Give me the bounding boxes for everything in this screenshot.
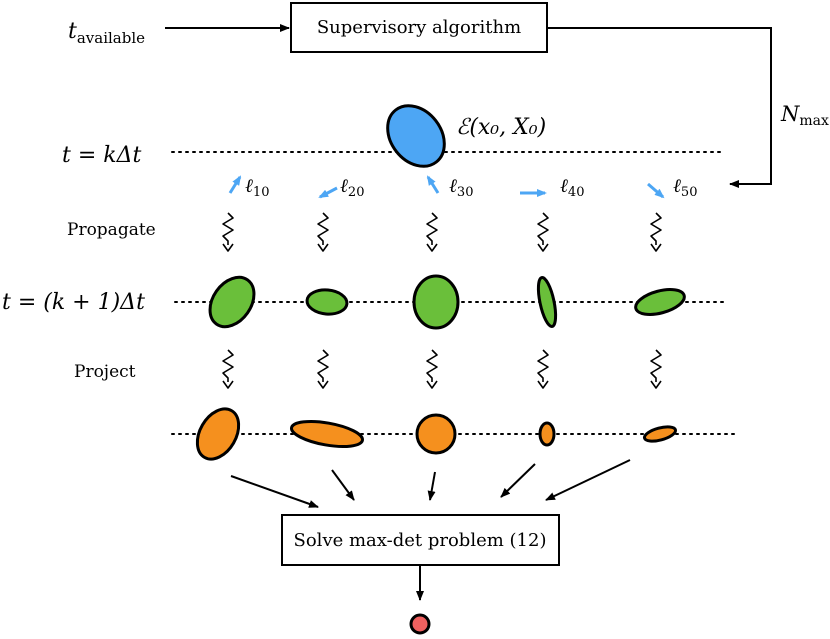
n-max-sub: max [799,113,829,129]
merge-arrow-4 [500,463,536,498]
n-max-arrow [547,27,772,188]
direction-label-4: ℓ40 [560,175,584,200]
direction-label-1: ℓ10 [245,175,269,200]
propagate-label: Propagate [67,220,156,240]
level-k-label: t = kΔt [62,143,141,168]
columns: ℓ10 ℓ20 ℓ30 ℓ40 ℓ50 [195,175,697,461]
solve-box: Solve max-det problem (12) [281,514,560,566]
project-label: Project [74,362,136,382]
projected-ellipse-3 [415,413,457,455]
propagate-squiggle-3 [426,212,438,252]
direction-arrow-5 [647,182,665,199]
direction-arrow-2 [318,186,338,199]
level-k1-label: t = (k + 1)Δt [2,290,145,315]
merge-arrow-2 [331,469,355,501]
projected-ellipse-5 [642,425,678,443]
result-ellipse [409,613,431,635]
propagated-ellipse-4 [536,276,558,328]
project-squiggle-2 [317,349,329,389]
direction-label-2: ℓ20 [340,175,364,200]
projected-ellipse-1 [195,407,241,461]
propagate-squiggle-4 [537,212,549,252]
project-squiggle-5 [650,349,662,389]
n-max-base: N [780,102,800,126]
supervisory-box-label: Supervisory algorithm [317,17,521,38]
solve-box-label: Solve max-det problem (12) [294,530,547,551]
direction-arrow-1 [228,175,242,194]
propagated-ellipse-5 [634,288,686,316]
project-squiggle-3 [426,349,438,389]
direction-label-5: ℓ50 [673,175,697,200]
t-available-label: tavailable [68,19,145,47]
n-max-label: Nmax [780,102,829,129]
project-squiggle-4 [537,349,549,389]
t-available-sub: available [77,29,145,47]
propagate-squiggle-2 [317,212,329,252]
direction-label-3: ℓ30 [449,175,473,200]
supervisory-box: Supervisory algorithm [290,2,548,53]
merge-arrow-5 [545,459,631,501]
propagated-ellipse-2 [305,288,349,316]
projected-ellipse-2 [289,419,365,449]
propagated-ellipse-1 [208,275,256,329]
projected-ellipse-4 [538,421,556,447]
direction-arrow-3 [426,175,440,194]
t-available-base: t [68,19,77,44]
propagate-squiggle-5 [650,212,662,252]
initial-ellipse-label: ℰ(x₀, X₀) [456,115,546,140]
merge-arrow-3 [427,471,436,501]
project-squiggle-1 [222,349,234,389]
propagated-ellipse-3 [412,274,460,330]
merge-arrow-1 [230,475,319,508]
propagate-squiggle-1 [222,212,234,252]
initial-ellipse [386,104,446,168]
